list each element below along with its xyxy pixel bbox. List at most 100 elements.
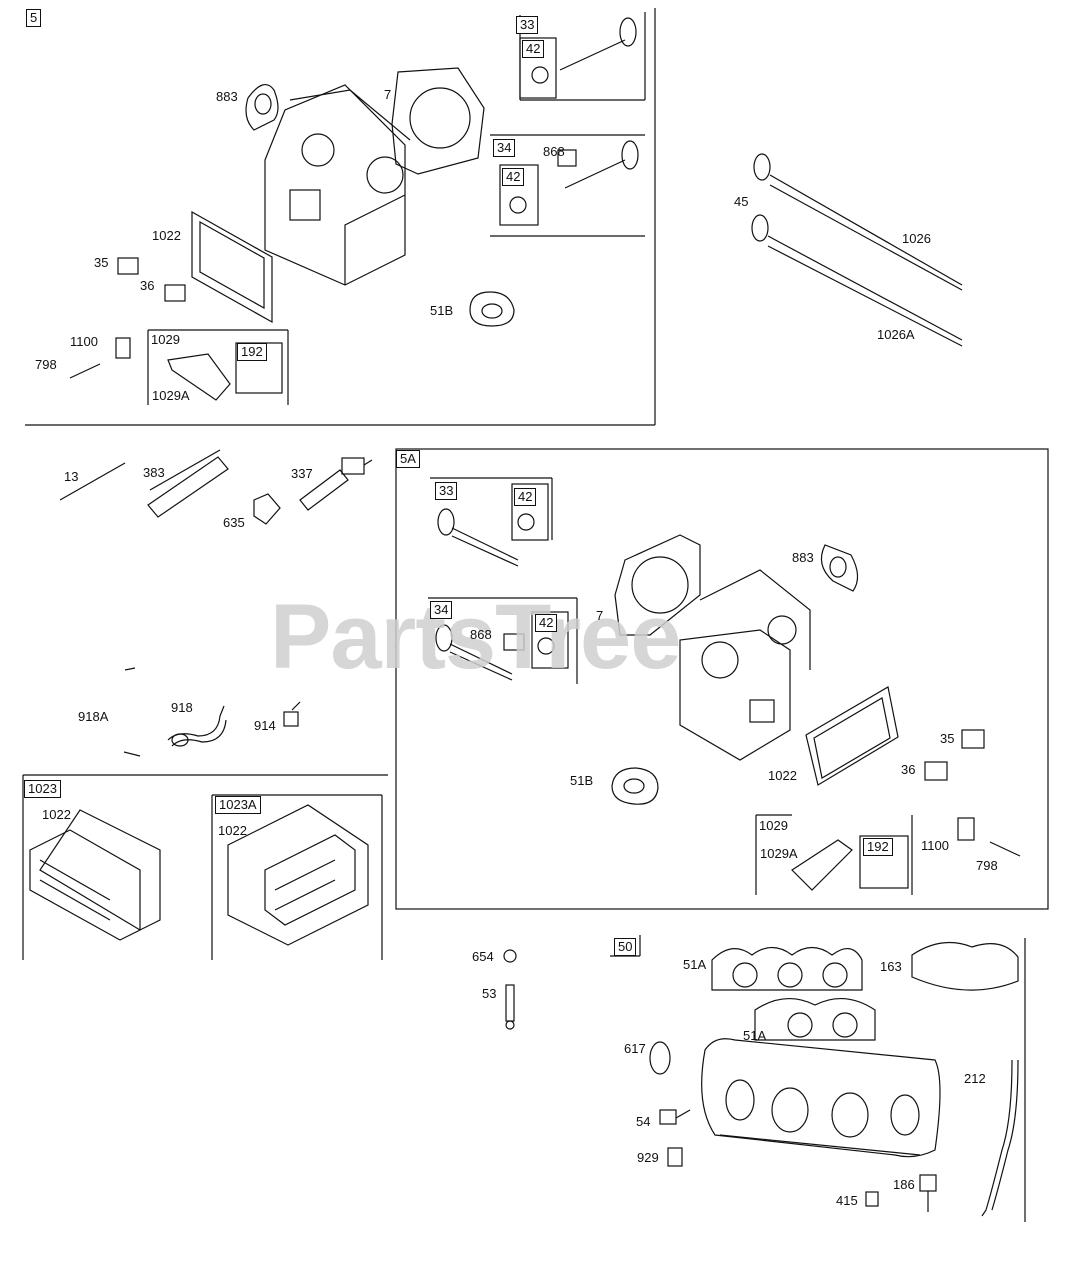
callout-212: 212: [964, 1071, 986, 1086]
callout-635: 635: [223, 515, 245, 530]
callout-35: 35: [940, 731, 955, 746]
callout-13: 13: [64, 469, 79, 484]
valve-cover-1023: [29, 809, 161, 941]
keeper-42-d: [537, 637, 555, 655]
clip-918a-2: [123, 751, 141, 757]
callout-42: 42: [535, 614, 558, 632]
keeper-42-b: [509, 196, 527, 214]
callout-54: 54: [636, 1114, 651, 1129]
o-ring-617: [649, 1041, 671, 1075]
spark-plug-337: [299, 457, 373, 511]
callout-7: 7: [384, 87, 392, 102]
callout-33: 33: [516, 16, 539, 34]
valve-34-a: [557, 140, 639, 189]
callout-1026a: 1026A: [877, 327, 915, 342]
section-tag-5: 5: [26, 9, 42, 27]
callout-868: 868: [470, 627, 492, 642]
callout-51b: 51B: [430, 303, 454, 318]
valve-cover-1023a: [227, 804, 369, 946]
intake-manifold: [701, 1038, 941, 1158]
pushrod-1026a: [751, 214, 963, 347]
callout-1029: 1029: [759, 818, 788, 833]
callout-914: 914: [254, 718, 276, 733]
valve-cover-gasket-a: [191, 210, 273, 324]
callout-51a: 51A: [743, 1028, 767, 1043]
gasket-51b-a: [469, 291, 515, 327]
spring-36-b: [924, 761, 948, 781]
spring-35-a: [117, 257, 139, 275]
callout-42: 42: [502, 168, 525, 186]
cover-box-1023-frame: [22, 774, 388, 960]
valve-33-b: [437, 508, 519, 567]
valve-34-b: [435, 624, 525, 681]
cylinder-head-b: [679, 569, 811, 761]
callout-654: 654: [472, 949, 494, 964]
tube-212: [981, 1059, 1019, 1217]
gasket-51b-b: [611, 767, 659, 805]
callout-34: 34: [430, 601, 453, 619]
callout-415: 415: [836, 1193, 858, 1208]
callout-36: 36: [901, 762, 916, 777]
callout-42: 42: [514, 488, 537, 506]
callout-34: 34: [493, 139, 516, 157]
clip-1100-b: [957, 817, 975, 841]
callout-1022: 1022: [152, 228, 181, 243]
gasket-51a-bottom: [754, 997, 876, 1041]
section-tag-1023a: 1023A: [215, 796, 261, 814]
rocker-box-1029-b: [755, 814, 913, 895]
stud-53: [505, 984, 515, 1030]
callout-1100: 1100: [921, 838, 949, 853]
watermark: PartsTree: [270, 586, 681, 688]
section-5-frame: [25, 8, 656, 426]
callout-1022: 1022: [42, 807, 71, 822]
callout-1029: 1029: [151, 332, 180, 347]
callout-798: 798: [35, 357, 57, 372]
spring-35-b: [961, 729, 985, 749]
callout-42: 42: [522, 40, 545, 58]
callout-1100: 1100: [70, 334, 98, 349]
section-5-valve-boxes: [490, 12, 646, 237]
callout-53: 53: [482, 986, 497, 1001]
keeper-42-a: [531, 66, 549, 84]
callout-35: 35: [94, 255, 109, 270]
callout-51b: 51B: [570, 773, 594, 788]
pushrod-1026: [753, 153, 963, 291]
bolt-798-a: [69, 363, 101, 379]
callout-192: 192: [237, 343, 267, 361]
callout-883: 883: [216, 89, 238, 104]
gasket-51a-top: [711, 946, 863, 991]
bolt-54: [659, 1109, 691, 1125]
gasket-883-a: [245, 83, 279, 131]
hose-918: [167, 705, 227, 747]
callout-617: 617: [624, 1041, 646, 1056]
callout-1029a: 1029A: [760, 846, 798, 861]
callout-36: 36: [140, 278, 155, 293]
section-tag-1023: 1023: [24, 780, 61, 798]
section-5a-valve-boxes: [428, 477, 578, 684]
head-gasket-7-a: [391, 67, 485, 175]
head-gasket-7-b: [614, 534, 701, 636]
clip-918a: [124, 667, 136, 671]
callout-798: 798: [976, 858, 998, 873]
callout-337: 337: [291, 466, 313, 481]
callout-45: 45: [734, 194, 749, 209]
gasket-883-b: [820, 544, 859, 592]
callout-929: 929: [637, 1150, 659, 1165]
fitting-415: [865, 1191, 879, 1207]
callout-186: 186: [893, 1177, 915, 1192]
callout-51a: 51A: [683, 957, 707, 972]
fitting-186: [919, 1174, 937, 1212]
bolt-13: [59, 462, 126, 501]
callout-883: 883: [792, 550, 814, 565]
spring-36-a: [164, 284, 186, 302]
callout-192: 192: [863, 838, 893, 856]
callout-868: 868: [543, 144, 565, 159]
gasket-163: [911, 941, 1019, 991]
callout-163: 163: [880, 959, 902, 974]
callout-33: 33: [435, 482, 458, 500]
callout-7: 7: [596, 608, 604, 623]
callout-383: 383: [143, 465, 165, 480]
cylinder-head-a: [264, 84, 411, 286]
section-tag-50: 50: [614, 938, 637, 956]
